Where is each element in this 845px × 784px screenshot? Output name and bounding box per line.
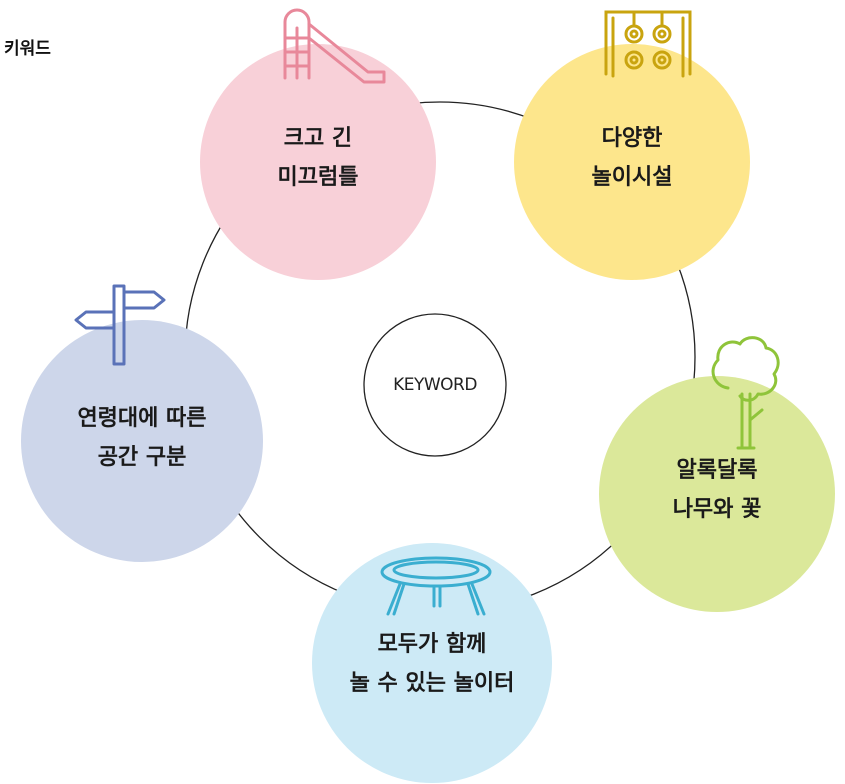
node-circle-age bbox=[21, 320, 263, 562]
node-line2: 놀 수 있는 놀이터 bbox=[349, 670, 515, 696]
center-circle bbox=[363, 313, 507, 457]
node-line1: 모두가 함께 bbox=[377, 632, 487, 657]
slide-icon bbox=[283, 8, 386, 84]
page-title: 키워드 bbox=[4, 39, 51, 59]
node-label-slide: 크고 긴 미끄럼틀 bbox=[218, 120, 418, 197]
tree-icon bbox=[711, 336, 780, 450]
node-circle-slide bbox=[200, 44, 436, 280]
node-label-together: 모두가 함께 놀 수 있는 놀이터 bbox=[322, 626, 542, 703]
node-line1: 다양한 bbox=[601, 126, 663, 151]
node-label-facilities: 다양한 놀이시설 bbox=[532, 120, 732, 197]
node-line2: 나무와 꽃 bbox=[672, 496, 762, 522]
node-circle-together bbox=[312, 543, 552, 783]
node-line1: 연령대에 따른 bbox=[77, 406, 207, 431]
center-keyword-label: KEYWORD bbox=[393, 375, 477, 395]
node-label-age: 연령대에 따른 공간 구분 bbox=[32, 400, 252, 477]
node-circle-facilities bbox=[514, 44, 750, 280]
signpost-icon bbox=[74, 284, 166, 366]
playground-rings-icon bbox=[604, 10, 692, 78]
node-line2: 공간 구분 bbox=[97, 444, 187, 470]
node-line2: 놀이시설 bbox=[591, 164, 673, 190]
node-label-trees: 알록달록 나무와 꽃 bbox=[617, 452, 817, 529]
node-line1: 알록달록 bbox=[676, 458, 758, 483]
trampoline-icon bbox=[380, 556, 492, 616]
node-line1: 크고 긴 bbox=[283, 126, 353, 151]
node-line2: 미끄럼틀 bbox=[277, 164, 359, 190]
node-circle-trees bbox=[599, 376, 835, 612]
